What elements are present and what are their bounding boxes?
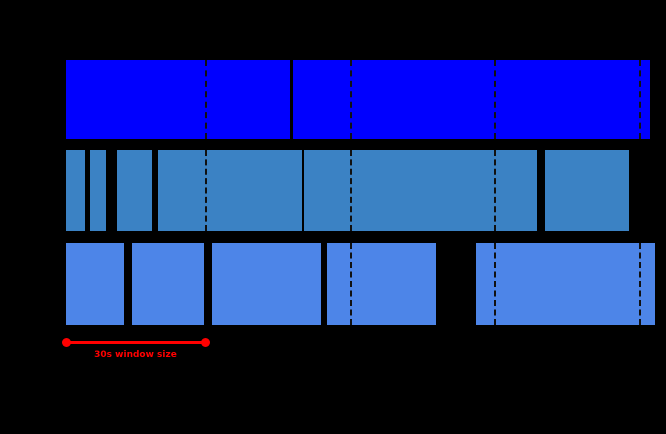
- bar-segment[interactable]: [66, 150, 85, 231]
- bar-segment[interactable]: [66, 243, 124, 325]
- bar-segment[interactable]: [545, 150, 629, 231]
- measure-cap-left: [62, 338, 71, 347]
- bar-segment[interactable]: [212, 243, 321, 325]
- bar-segment[interactable]: [66, 60, 290, 139]
- bar-segment[interactable]: [327, 243, 436, 325]
- bar-segment[interactable]: [117, 150, 152, 231]
- bar-segment[interactable]: [476, 243, 655, 325]
- bar-segment[interactable]: [293, 60, 650, 139]
- measure-cap-right: [201, 338, 210, 347]
- measure-label: 30s window size: [94, 350, 177, 360]
- bar-segment[interactable]: [132, 243, 204, 325]
- bar-segment[interactable]: [158, 150, 302, 231]
- bar-segment[interactable]: [304, 150, 537, 231]
- bar-segment[interactable]: [90, 150, 106, 231]
- measure-line: [66, 341, 205, 344]
